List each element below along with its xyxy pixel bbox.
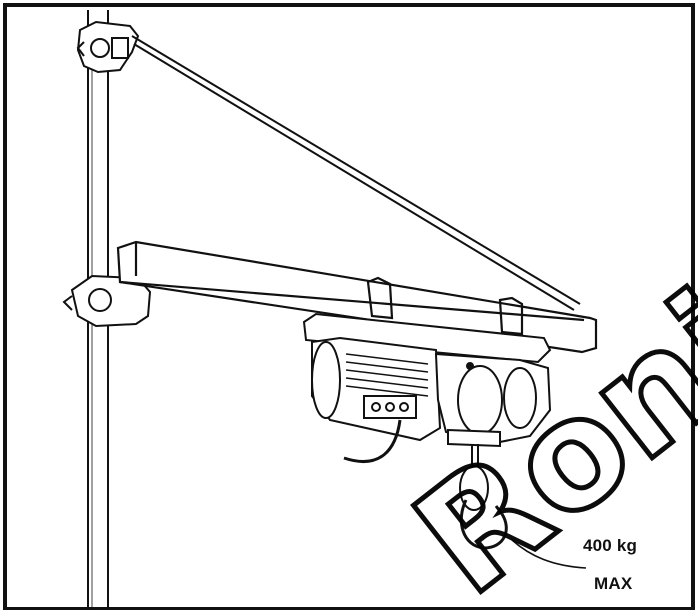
max-label: MAX bbox=[594, 574, 633, 593]
tension-rod bbox=[131, 35, 581, 311]
figure-frame bbox=[3, 3, 695, 610]
load-capacity-label: 400 kg bbox=[583, 536, 638, 555]
label-leader-line bbox=[511, 539, 587, 569]
power-cable bbox=[343, 419, 402, 464]
arm-clamp bbox=[62, 274, 152, 328]
boom-arm bbox=[116, 240, 598, 354]
hoist-body bbox=[302, 312, 552, 448]
hook-assembly bbox=[459, 444, 508, 550]
top-clamp bbox=[76, 20, 140, 74]
